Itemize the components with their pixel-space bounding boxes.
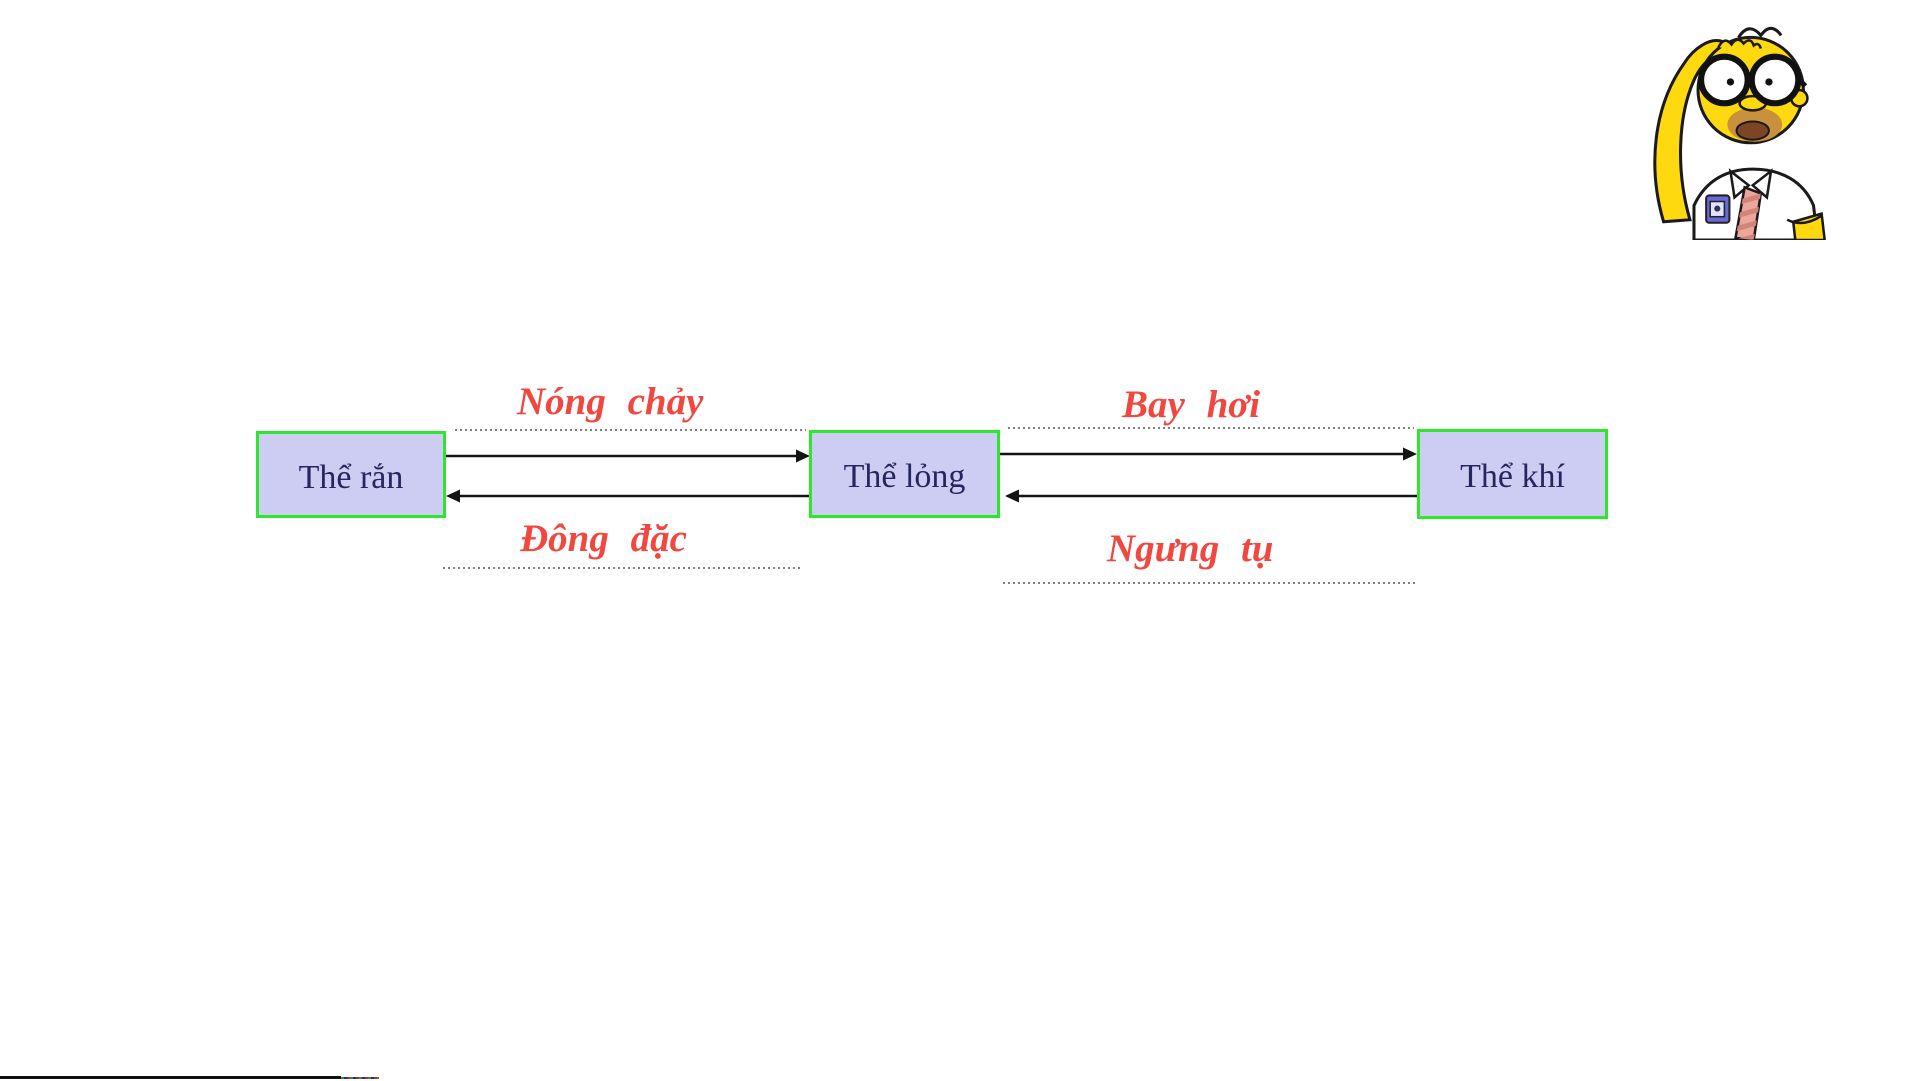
homer-badge (1705, 194, 1731, 224)
node-liquid-state-label: Thể lỏng (843, 458, 966, 495)
node-solid-state-label: Thể rắn (298, 458, 404, 496)
node-liquid-state: Thể lỏng (809, 430, 1000, 518)
arrow-solid-to-liquid (446, 449, 810, 463)
arrow-liquid-to-solid (446, 489, 809, 503)
slide-footer-line (0, 1076, 341, 1079)
node-solid-state: Thể rắn (256, 431, 446, 518)
node-gas-state-label: Thể khí (1460, 458, 1565, 495)
label-melting: Nóng chảy (517, 380, 704, 423)
homer-hand (1717, 38, 1763, 49)
label-condensation: Ngưng tụ (1107, 527, 1274, 570)
label-evaporation: Bay hơi (1122, 383, 1261, 426)
homer-collar (1728, 168, 1751, 200)
arrow-gas-to-liquid (1005, 489, 1417, 503)
node-gas-state: Thể khí (1417, 429, 1608, 519)
homer-tie (1734, 185, 1763, 240)
slide-footer-line-accent (341, 1077, 379, 1079)
label-freezing: Đông đặc (520, 517, 687, 560)
homer-simpson-image (1653, 26, 1826, 240)
arrow-liquid-to-gas (1000, 447, 1417, 461)
homer-forearm (1791, 212, 1826, 240)
homer-glasses (1698, 53, 1808, 107)
